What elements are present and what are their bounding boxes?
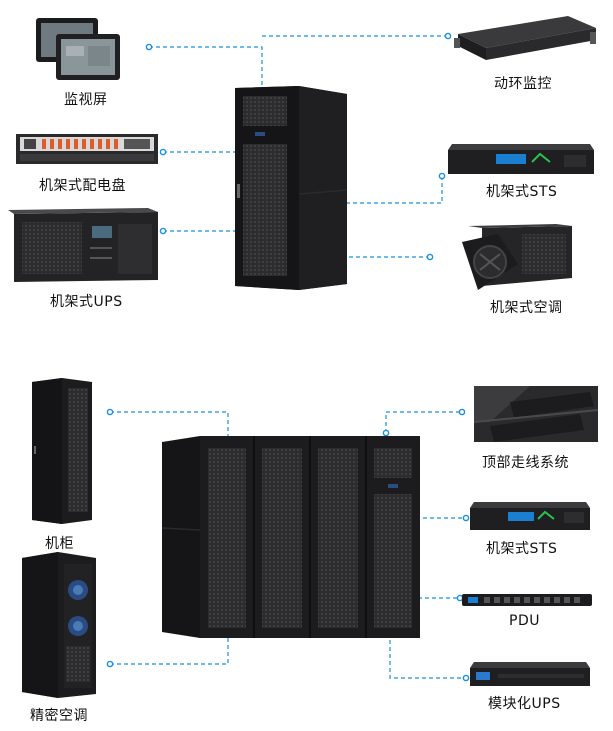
label-rack-ac: 机架式空调 — [490, 300, 563, 316]
label-modular-ups: 模块化UPS — [488, 696, 561, 712]
label-rack-sts-top: 机架式STS — [486, 184, 558, 200]
cabinet-image — [32, 378, 92, 524]
rack-ups-image — [8, 208, 158, 282]
label-pdu: PDU — [509, 613, 540, 629]
modular-ups-image — [470, 662, 590, 686]
cabinet-row-image — [161, 436, 420, 638]
label-env-monitor: 动环监控 — [494, 76, 552, 92]
label-rack-pdu: 机架式配电盘 — [39, 178, 126, 194]
monitor-screens-image — [36, 18, 120, 80]
pdu-strip-image — [462, 594, 592, 606]
label-cabinet: 机柜 — [45, 536, 74, 552]
label-rack-sts-bottom: 机架式STS — [486, 541, 558, 557]
label-monitor: 监视屏 — [64, 92, 108, 108]
precision-ac-image — [22, 552, 96, 698]
rack-sts-top-image — [448, 144, 594, 174]
label-top-cabling: 顶部走线系统 — [482, 455, 569, 471]
single-cabinet-image — [235, 86, 348, 290]
rack-sts-bottom-image — [470, 502, 590, 530]
rack-pdu-panel-image — [16, 134, 158, 164]
label-rack-ups: 机架式UPS — [50, 294, 123, 310]
rack-ac-image — [462, 224, 572, 290]
top-cabling-image — [473, 386, 599, 442]
env-monitor-device-image — [454, 16, 596, 60]
label-precision-ac: 精密空调 — [30, 708, 88, 724]
